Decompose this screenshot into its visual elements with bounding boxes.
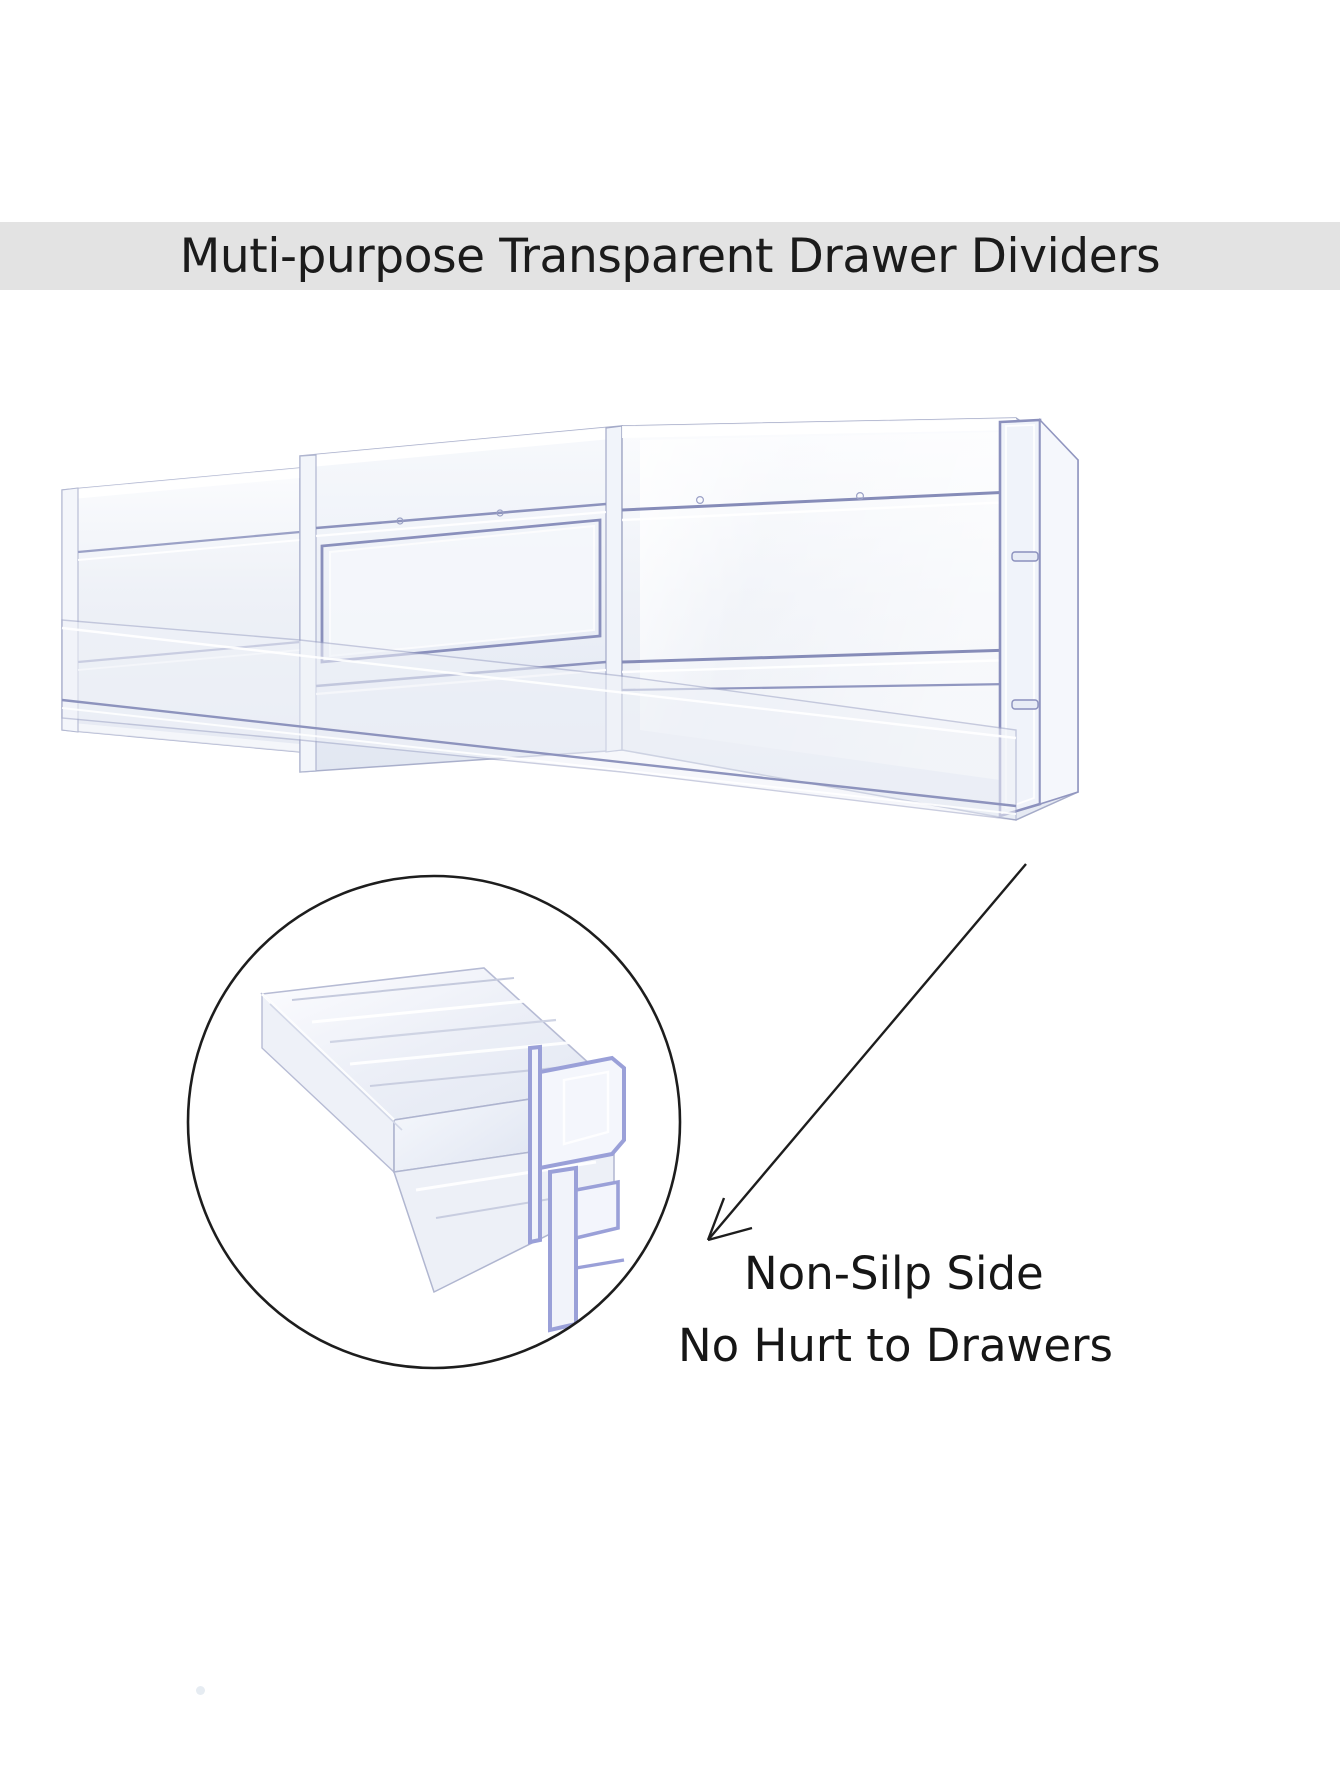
detail-circle-outline — [186, 874, 682, 1370]
page-title: Muti-purpose Transparent Drawer Dividers — [179, 228, 1161, 284]
title-banner: Muti-purpose Transparent Drawer Dividers — [0, 222, 1340, 290]
feature-caption: Non-Silp Side No Hurt to Drawers — [678, 1238, 1264, 1382]
detail-circle-inset — [184, 872, 684, 1372]
product-hero-image — [0, 400, 1340, 920]
caption-line-2: No Hurt to Drawers — [678, 1319, 1113, 1372]
arrow-line — [706, 863, 1027, 1242]
caption-line-1: Non-Silp Side — [744, 1247, 1044, 1300]
decorative-speck — [196, 1686, 205, 1695]
divider-panel-front — [61, 619, 1017, 821]
closeup-illustration — [188, 876, 680, 1368]
